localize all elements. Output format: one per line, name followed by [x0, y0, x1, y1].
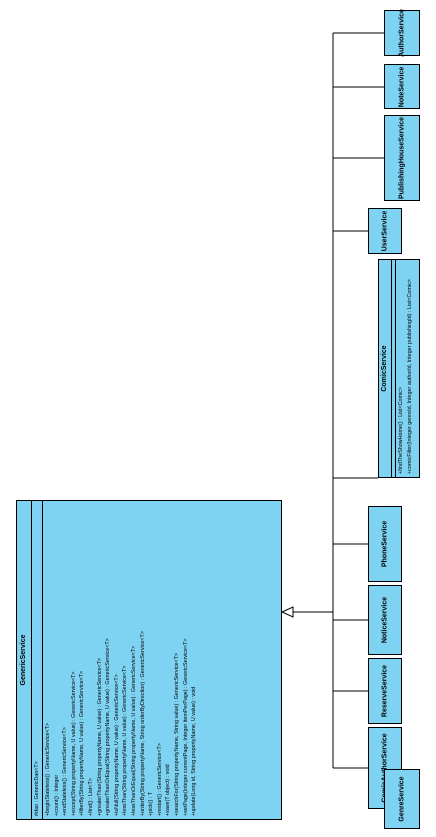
operation-row: +except(String propertyName, U value) : … [70, 671, 77, 816]
generalization-arrowhead [280, 606, 294, 618]
class-label: AuthorService [398, 9, 406, 57]
reserve-service-class: ReserveService [368, 658, 402, 724]
operation-row: +endStateless() : GenericService<T> [62, 727, 69, 816]
class-label: GenreService [398, 776, 406, 822]
comic-service-title: ComicService [379, 260, 392, 477]
operation-row: +pick() : T [148, 791, 155, 816]
class-label: PhoneService [381, 520, 389, 568]
operation-row: +setPage(Integer currentPage, Integer it… [182, 638, 189, 816]
operation-row: +lessThanOrEqual(String propertyName, U … [130, 645, 137, 816]
operation-row: +comicFilter(Integer genreId, Integer au… [407, 279, 413, 474]
operation-row: +isNull(String propertyName, U value) : … [113, 674, 120, 816]
operation-row: +find() : List<T> [87, 778, 94, 816]
operation-row: +update(Long id, String propertyName, U … [191, 686, 198, 816]
class-label: PublishingHouseService [398, 116, 406, 200]
phone-service-class: PhoneService [368, 506, 402, 582]
generic-service-class: GenericService #dao : GenericDao<T> +beg… [16, 500, 282, 820]
operation-row: +findTheShowHome() : List<Comic> [398, 386, 404, 474]
class-label: NoteService [398, 66, 406, 107]
operation-row: +count() : Integer [53, 774, 60, 816]
class-label: ReserveService [381, 664, 389, 718]
operation-row: +restart() : GenericService<T> [156, 743, 163, 816]
user-service-class: UserService [368, 208, 402, 254]
attribute-row: #dao : GenericDao<T> [34, 761, 40, 816]
class-label: NoticeService [381, 596, 389, 644]
operation-row: +searchFor(String propertyName, String v… [173, 652, 180, 816]
operation-row: +lessThan(String propertyName, U value) … [122, 665, 129, 816]
comic-service-class: ComicService +findTheShowHome() : List<C… [378, 259, 420, 478]
operation-row: +filterBy(String propertyName, U value) … [79, 670, 86, 816]
generic-service-operations: +beginStateless() : GenericService<T> +c… [43, 501, 200, 819]
operation-row: +greaterThanOrEqual(String propertyName,… [105, 638, 112, 816]
generic-service-attributes: #dao : GenericDao<T> [32, 501, 43, 819]
generic-service-title: GenericService [17, 501, 32, 819]
author-service-class: AuthorService [384, 9, 420, 57]
operation-row: +orderBy(String propertyName, String ord… [139, 630, 146, 816]
publishing-house-service-class: PublishingHouseService [384, 115, 420, 201]
note-service-class: NoteService [384, 64, 420, 109]
operation-row: +beginStateless() : GenericService<T> [45, 722, 51, 816]
operation-row: +save(T object) : void [165, 764, 172, 816]
comic-service-operations: +findTheShowHome() : List<Comic> +comicF… [396, 260, 416, 477]
operation-row: +greaterThan(String propertyName, U valu… [96, 657, 103, 816]
notice-service-class: NoticeService [368, 585, 402, 655]
genre-service-class: GenreService [384, 769, 420, 829]
class-label: UserService [381, 210, 389, 252]
